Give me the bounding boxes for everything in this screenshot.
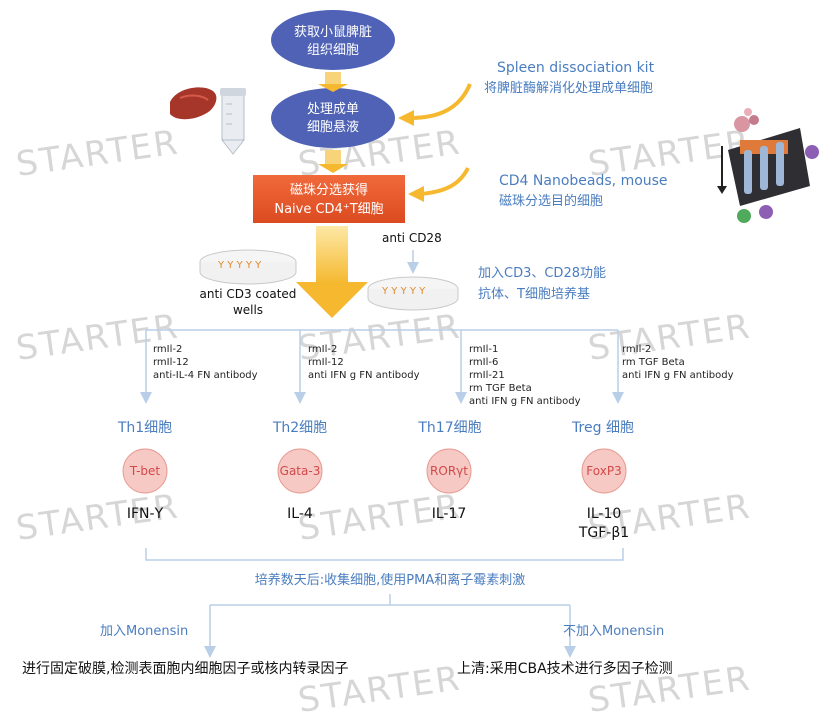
branch-th1-reagents: rmIl-2 rmIl-12 anti-IL-4 FN antibody [153, 344, 258, 381]
svg-text:Y Y Y Y Y: Y Y Y Y Y [217, 260, 262, 271]
reagent: anti-IL-4 FN antibody [153, 370, 258, 381]
branch-treg-reagents: rmIl-2 rm TGF Beta anti IFN g FN antibod… [622, 344, 734, 381]
big-down-arrow-icon [296, 226, 368, 318]
anti-cd3-line1: anti CD3 coated [200, 287, 297, 301]
reagent: anti IFN g FN antibody [469, 396, 581, 407]
left-branch-label: 加入Monensin [100, 624, 188, 639]
cell-th17: Th17细胞 RORγt IL-17 [417, 420, 481, 522]
culture-line2: 抗体、T细胞培养基 [478, 286, 590, 302]
cell-marker: FoxP3 [586, 464, 621, 478]
left-branch-desc: 进行固定破膜,检测表面胞内细胞因子或核内转录因子 [22, 661, 348, 677]
reagent: anti IFN g FN antibody [622, 370, 734, 381]
cells-icon [734, 108, 819, 223]
reagent: rmIl-21 [469, 370, 505, 381]
liver-icon [170, 87, 217, 120]
cell-treg: Treg 细胞 FoxP3 IL-10 TGF-β1 [571, 420, 634, 541]
reagent: rm TGF Beta [469, 383, 532, 394]
cytokine: IL-17 [432, 506, 467, 522]
split-connector [204, 594, 576, 658]
anti-cd3-line2: wells [233, 303, 263, 317]
step-single-cell: 处理成单 细胞悬液 [271, 88, 395, 148]
anti-cd28-label: anti CD28 [382, 231, 442, 245]
step2-line1: 处理成单 [307, 102, 359, 117]
magnet-rack-icon [717, 128, 810, 206]
cell-title: Treg 细胞 [571, 420, 634, 436]
cell-title: Th2细胞 [272, 420, 327, 436]
branch-connector [140, 329, 624, 404]
right-branch-label: 不加入Monensin [563, 624, 664, 639]
cell-title: Th1细胞 [117, 420, 172, 436]
reagent: rm TGF Beta [622, 357, 685, 368]
watermark: STARTER [14, 122, 182, 184]
reagent: rmIl-2 [622, 344, 651, 355]
curved-arrow-icon [398, 83, 472, 202]
kit2-name: CD4 Nanobeads, mouse [499, 173, 668, 189]
step2-line2: 细胞悬液 [307, 120, 359, 135]
kit2-desc: 磁珠分选目的细胞 [499, 193, 603, 209]
kit1-name: Spleen dissociation kit [497, 60, 655, 76]
vertical-arrows [318, 72, 348, 173]
branch-th2-reagents: rmIl-2 rmIl-12 anti IFN g FN antibody [308, 344, 420, 381]
tube-icon [220, 88, 246, 155]
step-spleen-tissue: 获取小鼠脾脏 组织细胞 [271, 10, 395, 70]
culture-line1: 加入CD3、CD28功能 [478, 266, 606, 281]
right-branch-desc: 上清:采用CBA技术进行多因子检测 [457, 660, 673, 677]
branch-th17-reagents: rmIl-1 rmIl-6 rmIl-21 rm TGF Beta anti I… [469, 344, 581, 407]
reagent: anti IFN g FN antibody [308, 370, 420, 381]
step3-line1: 磁珠分选获得 [290, 182, 368, 198]
cd3-dish-icon: Y Y Y Y Y [199, 249, 297, 285]
cell-title: Th17细胞 [417, 420, 481, 436]
collect-bracket [145, 548, 624, 561]
cytokine: IL-4 [287, 506, 313, 522]
cell-marker: T-bet [129, 464, 161, 478]
step3-line2: Naive CD4⁺T细胞 [274, 202, 383, 217]
collect-text: 培养数天后:收集细胞,使用PMA和离子霉素刺激 [255, 572, 525, 588]
cell-th1: Th1细胞 T-bet IFN-Υ [117, 420, 172, 522]
cell-th2: Th2细胞 Gata-3 IL-4 [272, 420, 327, 522]
cell-marker: RORγt [430, 464, 468, 478]
cell-marker: Gata-3 [280, 464, 321, 478]
reagent: rmIl-2 [153, 344, 182, 355]
kit1-desc: 将脾脏酶解消化处理成单细胞 [484, 80, 653, 96]
cd28-dish-icon: Y Y Y Y Y [367, 276, 459, 311]
reagent: rmIl-12 [308, 357, 344, 368]
reagent: rmIl-6 [469, 357, 498, 368]
svg-text:Y Y Y Y Y: Y Y Y Y Y [381, 286, 426, 297]
reagent: rmIl-12 [153, 357, 189, 368]
cytokine: IL-10 [587, 506, 622, 522]
reagent: rmIl-2 [308, 344, 337, 355]
step1-line2: 组织细胞 [307, 43, 359, 58]
step1-line1: 获取小鼠脾脏 [294, 25, 372, 40]
step-naive-cd4: 磁珠分选获得 Naive CD4⁺T细胞 [253, 175, 405, 223]
reagent: rmIl-1 [469, 344, 498, 355]
cytokine: IFN-Υ [127, 506, 164, 522]
cytokine: TGF-β1 [578, 525, 629, 541]
